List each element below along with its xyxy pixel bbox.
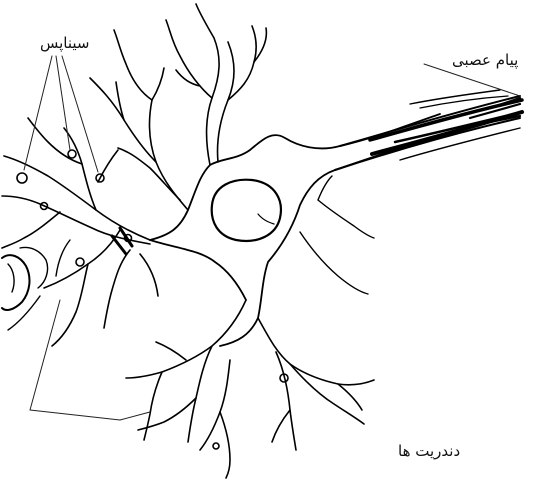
- leader-lines: [24, 56, 520, 420]
- axon: [335, 90, 522, 170]
- nerve-impulse-label: پیام عصبی: [452, 53, 518, 68]
- nucleus: [212, 180, 281, 241]
- lower-dendrites: [126, 300, 374, 478]
- right-processes: [300, 176, 374, 294]
- dendrites-label: دندریت ها: [398, 444, 460, 459]
- left-dendrites: [2, 118, 158, 346]
- synapse-label: سیناپس: [40, 36, 90, 51]
